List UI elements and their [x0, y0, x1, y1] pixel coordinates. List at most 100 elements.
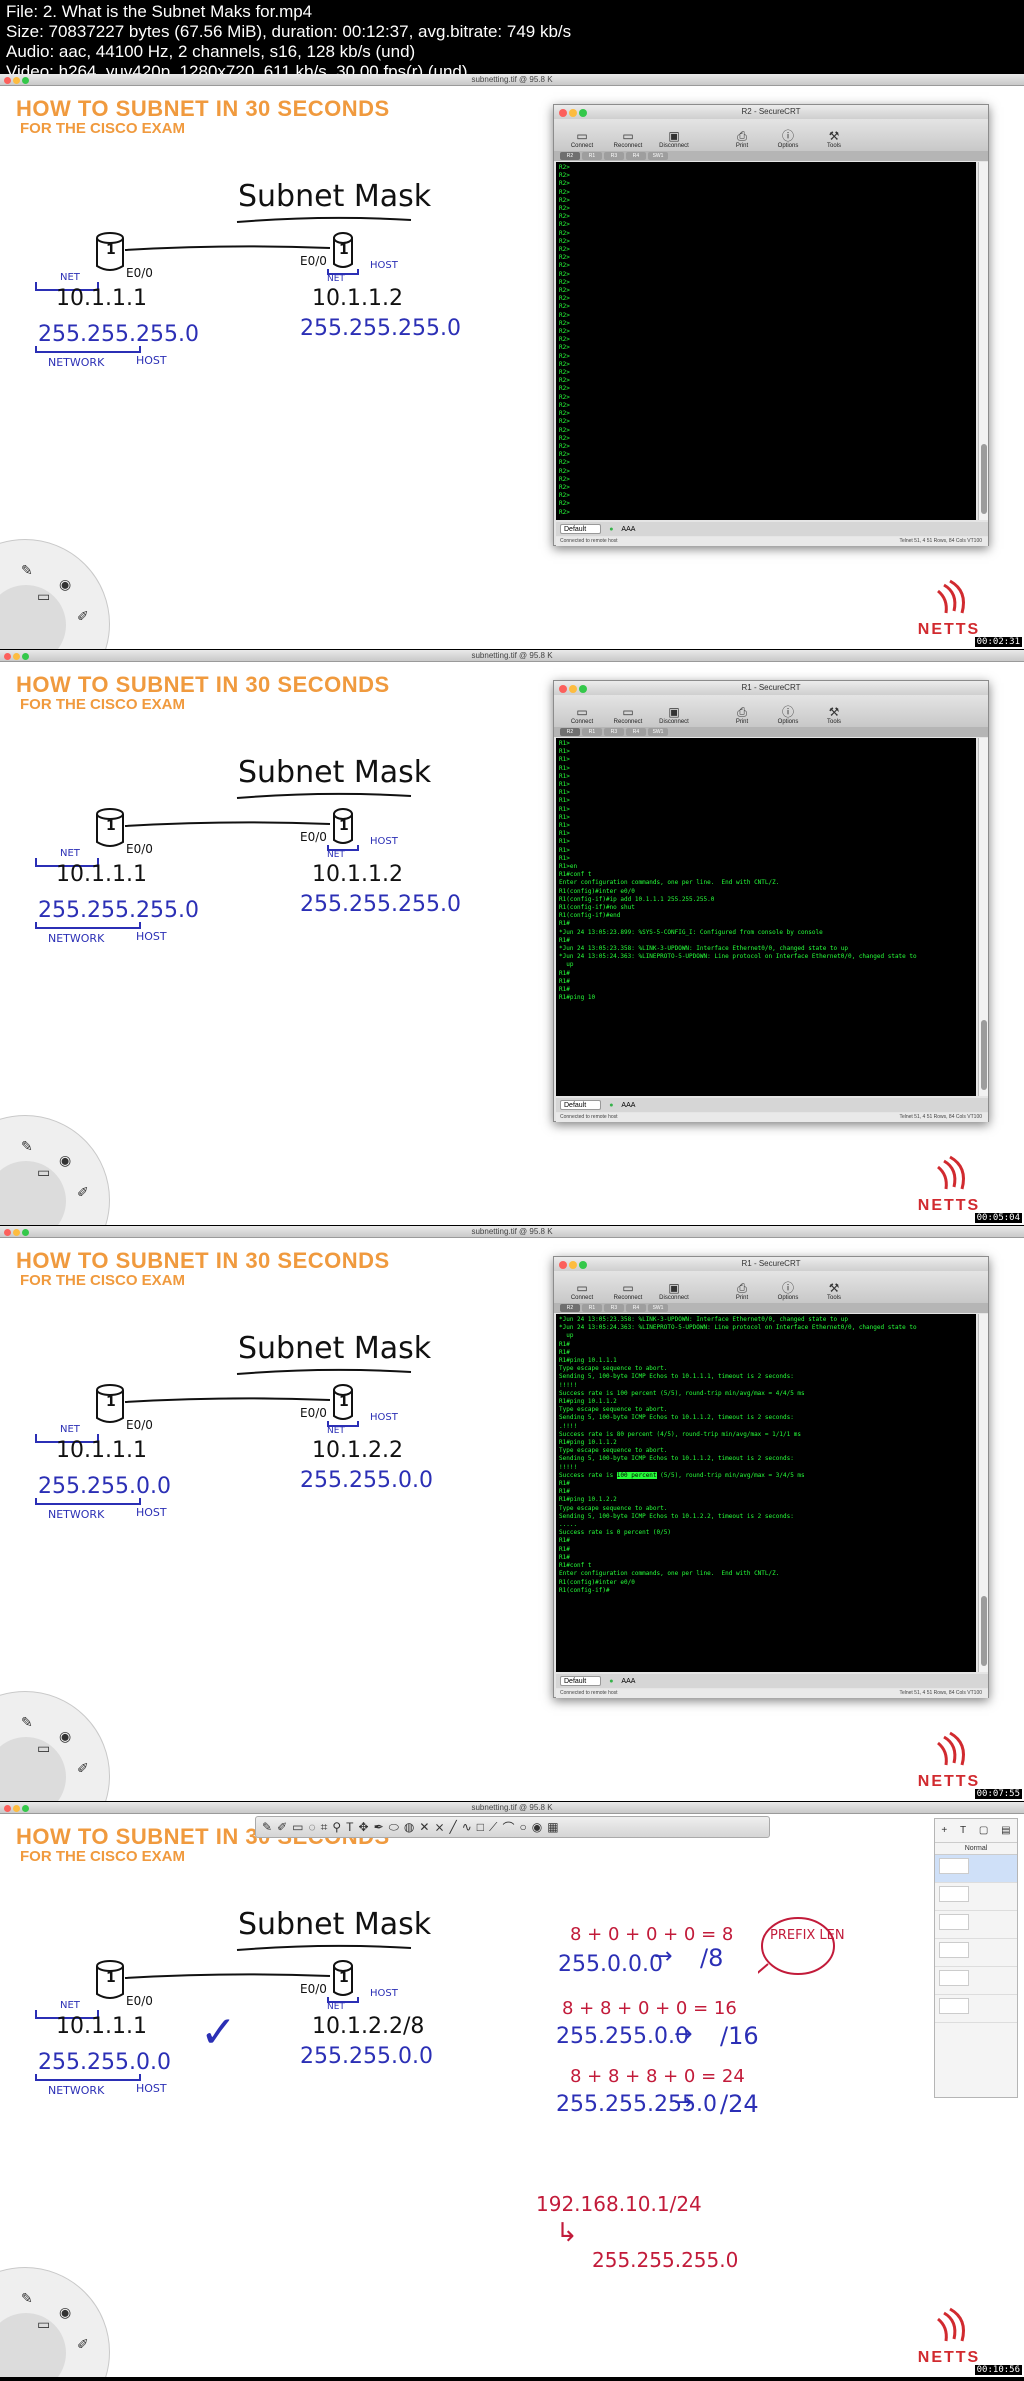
brush-tool-icon[interactable]: ✐ [77, 608, 89, 625]
session-label[interactable]: AAA [621, 1678, 635, 1685]
crt-minimize-button[interactable] [569, 685, 577, 693]
connect-button[interactable]: ▭Connect [562, 1271, 602, 1303]
brush-tool-icon[interactable]: ✐ [277, 1820, 287, 1834]
eraser-tool-icon[interactable]: ▭ [37, 588, 50, 605]
session-tab[interactable]: SW1 [648, 728, 668, 736]
crt-zoom-button[interactable] [579, 1261, 587, 1269]
rectangle-select-icon[interactable]: ▭ [292, 1820, 303, 1834]
session-select[interactable]: Default [560, 1676, 601, 1686]
color-wheel-icon[interactable]: ◉ [59, 1728, 71, 1745]
tool-wheel[interactable]: ✎ ◉ ✐ ▭ [0, 539, 110, 649]
layer-item[interactable] [935, 1995, 1017, 2023]
color-wheel-icon[interactable]: ◉ [59, 1152, 71, 1169]
layer-item[interactable] [935, 1911, 1017, 1939]
zoom-window-button[interactable] [22, 1805, 29, 1812]
session-tab[interactable]: R2 [560, 152, 580, 160]
ellipse-tool-icon[interactable]: ○ [519, 1820, 526, 1834]
session-select[interactable]: Default [560, 1100, 601, 1110]
blend-mode-select[interactable]: Normal [935, 1843, 1017, 1855]
color-wheel-icon[interactable]: ◉ [59, 2304, 71, 2321]
brush-tool-icon[interactable]: ✐ [77, 2336, 89, 2353]
color-wheel-icon[interactable]: ◉ [532, 1820, 542, 1834]
terminal-output[interactable]: R1>R1>R1>R1>R1>R1>R1>R1>R1>R1>R1>R1>R1>R… [556, 738, 976, 1096]
terminal-output[interactable]: *Jun 24 13:05:23.358: %LINK-3-UPDOWN: In… [556, 1314, 976, 1672]
print-button[interactable]: ⎙Print [722, 695, 762, 727]
tool-wheel[interactable]: ✎ ◉ ✐ ▭ [0, 2267, 110, 2377]
securecrt-window[interactable]: R1 - SecureCRT ▭Connect ▭Reconnect ▣Disc… [553, 680, 989, 1122]
close-window-button[interactable] [4, 1805, 11, 1812]
minimize-window-button[interactable] [13, 1805, 20, 1812]
pen-tool-icon[interactable]: ✎ [21, 562, 33, 579]
eyedropper-icon[interactable]: ✒ [374, 1820, 384, 1834]
crt-close-button[interactable] [559, 109, 567, 117]
add-layer-icon[interactable]: + [941, 1825, 947, 1836]
line-tool-icon[interactable]: ╱ [450, 1820, 457, 1834]
tools-button[interactable]: ⚒Tools [814, 119, 854, 151]
disconnect-button[interactable]: ▣Disconnect [654, 1271, 694, 1303]
terminal-output[interactable]: R2>R2>R2>R2>R2>R2>R2>R2>R2>R2>R2>R2>R2>R… [556, 162, 976, 520]
crt-zoom-button[interactable] [579, 109, 587, 117]
reconnect-button[interactable]: ▭Reconnect [608, 1271, 648, 1303]
session-tab[interactable]: R2 [560, 728, 580, 736]
move-tool-icon[interactable]: ✥ [359, 1820, 369, 1834]
eraser-tool-icon[interactable]: ▭ [37, 2316, 50, 2333]
session-select[interactable]: Default [560, 524, 601, 534]
session-tab[interactable]: R1 [582, 1304, 602, 1312]
trash-icon[interactable]: ▤ [1001, 1825, 1010, 1836]
session-tab[interactable]: R4 [626, 1304, 646, 1312]
crt-close-button[interactable] [559, 685, 567, 693]
curve-tool-icon[interactable]: ∿ [462, 1820, 472, 1834]
pen-tool-icon[interactable]: ✎ [21, 1714, 33, 1731]
reconnect-button[interactable]: ▭Reconnect [608, 695, 648, 727]
transform-icon[interactable]: ✕ [419, 1820, 429, 1834]
disconnect-button[interactable]: ▣Disconnect [654, 119, 694, 151]
bezier-icon[interactable]: ⌒ [502, 1819, 514, 1836]
session-tab[interactable]: SW1 [648, 152, 668, 160]
pen-tool-icon[interactable]: ✎ [21, 1138, 33, 1155]
shape-icon[interactable]: ⬭ [389, 1820, 399, 1835]
brush-tool-icon[interactable]: ✐ [77, 1184, 89, 1201]
square-tool-icon[interactable]: □ [477, 1820, 484, 1834]
tool-wheel-center[interactable] [0, 1737, 66, 1801]
text-tool-icon[interactable]: T [346, 1820, 353, 1834]
minimize-window-button[interactable] [13, 653, 20, 660]
terminal-scrollbar[interactable] [978, 162, 988, 520]
crop-icon[interactable]: ⌗ [321, 1820, 328, 1835]
tool-wheel[interactable]: ✎ ◉ ✐ ▭ [0, 1115, 110, 1225]
print-button[interactable]: ⎙Print [722, 1271, 762, 1303]
scrollbar-thumb[interactable] [981, 1020, 987, 1090]
tools-button[interactable]: ⚒Tools [814, 1271, 854, 1303]
lasso-icon[interactable]: ◌ [308, 1820, 315, 1834]
palette-icon[interactable]: ▦ [547, 1820, 558, 1834]
layer-item[interactable] [935, 1855, 1017, 1883]
close-window-button[interactable] [4, 1229, 11, 1236]
tool-wheel[interactable]: ✎ ◉ ✐ ▭ [0, 1691, 110, 1801]
brush-tool-icon[interactable]: ✐ [77, 1760, 89, 1777]
zoom-icon[interactable]: ⚲ [332, 1820, 341, 1834]
session-tab[interactable]: SW1 [648, 1304, 668, 1312]
connect-button[interactable]: ▭Connect [562, 695, 602, 727]
reconnect-button[interactable]: ▭Reconnect [608, 119, 648, 151]
terminal-scrollbar[interactable] [978, 738, 988, 1096]
layer-group-icon[interactable]: ▢ [979, 1825, 988, 1836]
minimize-window-button[interactable] [13, 1229, 20, 1236]
zoom-window-button[interactable] [22, 77, 29, 84]
session-tab[interactable]: R3 [604, 152, 624, 160]
polyline-icon[interactable]: ⟋ [489, 1820, 497, 1835]
session-tab[interactable]: R1 [582, 728, 602, 736]
session-tab[interactable]: R4 [626, 152, 646, 160]
layer-item[interactable] [935, 1939, 1017, 1967]
print-button[interactable]: ⎙Print [722, 119, 762, 151]
close-window-button[interactable] [4, 653, 11, 660]
session-tab[interactable]: R4 [626, 728, 646, 736]
tool-wheel-center[interactable] [0, 2313, 66, 2377]
warp-icon[interactable]: ⨯ [434, 1820, 444, 1834]
zoom-window-button[interactable] [22, 653, 29, 660]
layer-item[interactable] [935, 1967, 1017, 1995]
disconnect-button[interactable]: ▣Disconnect [654, 695, 694, 727]
layer-item[interactable] [935, 1883, 1017, 1911]
session-tab[interactable]: R1 [582, 152, 602, 160]
